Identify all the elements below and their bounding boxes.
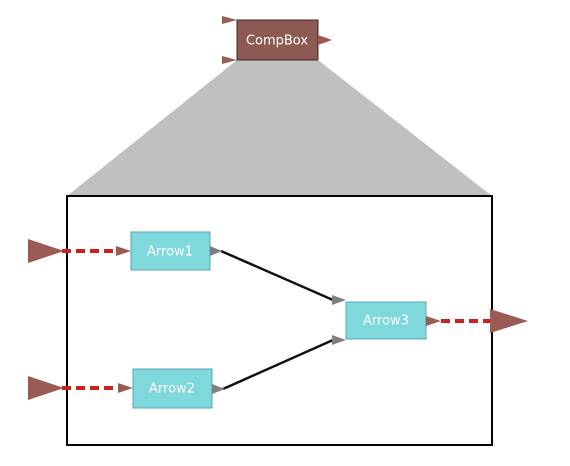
expansion-wedge bbox=[67, 60, 492, 196]
arrow3-label: Arrow3 bbox=[363, 314, 409, 329]
arrow3-node[interactable]: Arrow3 bbox=[332, 295, 441, 345]
arrow3-input-port-bottom bbox=[332, 335, 346, 345]
arrow3-input-port-top bbox=[332, 295, 346, 305]
external-input-port-bottom[interactable] bbox=[28, 376, 64, 400]
external-output-port[interactable] bbox=[490, 309, 528, 333]
external-input-port-top[interactable] bbox=[28, 239, 64, 263]
arrow1-output-port bbox=[210, 246, 222, 256]
compbox-input-port-top bbox=[222, 16, 237, 24]
compbox-output-port bbox=[318, 35, 332, 45]
arrow2-label: Arrow2 bbox=[149, 382, 195, 397]
arrow3-body bbox=[345, 301, 427, 340]
compbox-label: CompBox bbox=[246, 34, 308, 49]
arrow1-label: Arrow1 bbox=[147, 245, 193, 260]
arrow1-input-port bbox=[116, 246, 131, 256]
compbox-node[interactable]: CompBox bbox=[222, 16, 332, 64]
arrow2-input-port bbox=[118, 383, 133, 393]
arrow1-body bbox=[130, 231, 211, 271]
arrow2-node[interactable]: Arrow2 bbox=[118, 368, 225, 409]
arrow1-node[interactable]: Arrow1 bbox=[116, 231, 222, 271]
arrow2-output-port bbox=[212, 384, 225, 394]
internal-link-arrow1-to-arrow3 bbox=[220, 249, 334, 302]
compbox-input-port-bottom bbox=[222, 56, 237, 64]
compbox-body bbox=[236, 19, 319, 61]
arrow3-output-port bbox=[426, 316, 441, 326]
internal-link-arrow2-to-arrow3 bbox=[222, 338, 334, 391]
